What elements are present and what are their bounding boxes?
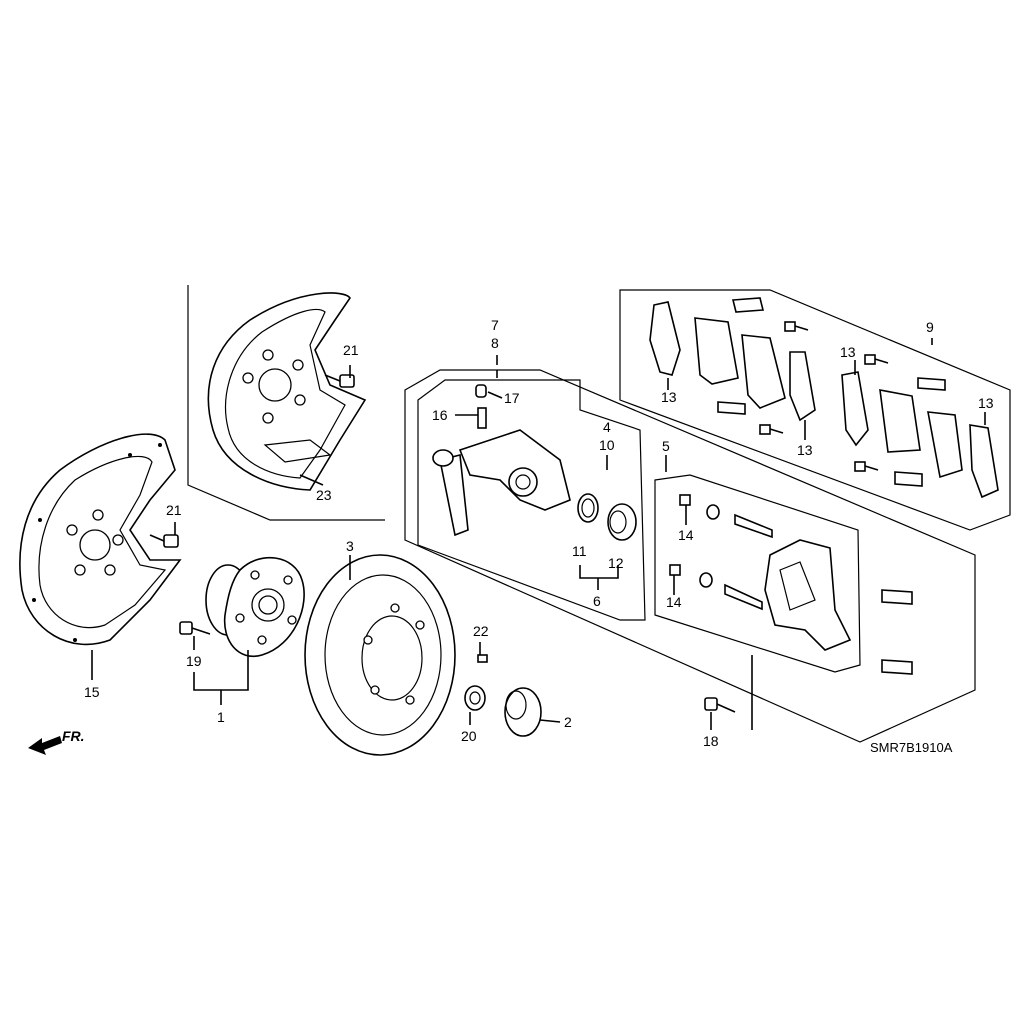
label-2: 2 (564, 714, 572, 730)
label-1: 1 (217, 709, 225, 725)
front-marker: FR. (62, 728, 85, 744)
dust-cap (504, 687, 542, 737)
label-21b: 21 (166, 502, 182, 518)
label-19: 19 (186, 653, 202, 669)
label-4: 4 (603, 419, 611, 435)
caliper-assembly-frame (404, 369, 976, 743)
spindle-nut (464, 685, 486, 711)
bolt-19 (179, 621, 211, 635)
label-9: 9 (926, 319, 934, 335)
leader-lines (91, 338, 986, 730)
label-22: 22 (473, 623, 489, 639)
label-12: 12 (608, 555, 624, 571)
disc-screw (477, 654, 488, 663)
label-14b: 14 (666, 594, 682, 610)
label-6: 6 (593, 593, 601, 609)
bracket-bolt (704, 697, 736, 713)
label-16: 16 (432, 407, 448, 423)
pad-area-bolts (759, 321, 889, 472)
guide-pins (669, 494, 773, 611)
diagram-code: SMR7B1910A (870, 740, 953, 755)
label-13b: 13 (797, 442, 813, 458)
label-23: 23 (316, 487, 332, 503)
bracket-kit-frame (654, 474, 861, 673)
label-21a: 21 (343, 342, 359, 358)
label-14a: 14 (678, 527, 694, 543)
splash-guard-frame (187, 285, 385, 521)
label-20: 20 (461, 728, 477, 744)
label-7: 7 (491, 317, 499, 333)
label-8: 8 (491, 335, 499, 351)
label-17: 17 (504, 390, 520, 406)
label-13d: 13 (978, 395, 994, 411)
hub-bearing-assembly (205, 556, 305, 658)
piston-boot (607, 503, 637, 541)
front-direction-arrow-icon (28, 736, 62, 755)
caliper-bracket (764, 539, 852, 651)
pad-set-frame (619, 289, 1011, 531)
piston-seal (577, 493, 599, 523)
label-15: 15 (84, 684, 100, 700)
bleeder-screw (475, 384, 487, 429)
label-18: 18 (703, 733, 719, 749)
lower-splash-guard (19, 433, 182, 646)
upper-splash-guard (207, 292, 367, 491)
label-5: 5 (662, 438, 670, 454)
brake-pad-set (649, 301, 999, 499)
brake-disc (304, 554, 456, 756)
label-11: 11 (572, 543, 587, 559)
label-10: 10 (599, 437, 615, 453)
bolt-21-lower (149, 534, 179, 548)
label-3: 3 (346, 538, 354, 554)
label-13a: 13 (661, 389, 677, 405)
label-13c: 13 (840, 344, 856, 360)
caliper-kit-frame (417, 379, 646, 621)
pad-clips (717, 297, 946, 675)
caliper-body (432, 429, 571, 537)
